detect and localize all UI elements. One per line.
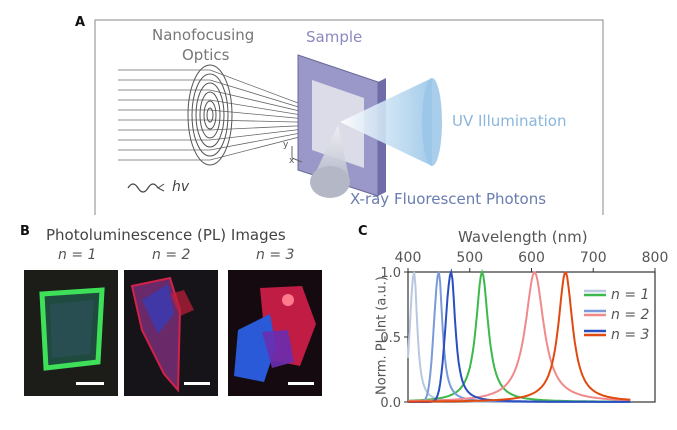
panel-a-letter: A <box>75 15 86 30</box>
image-label-n2: n = 2 <box>152 247 191 263</box>
micrograph-n1 <box>24 270 118 396</box>
legend-label: n = 1 <box>611 287 649 303</box>
axes-glyph <box>291 146 303 163</box>
optics-label-1: Nanofocusing <box>152 26 255 44</box>
legend-label: n = 2 <box>611 307 650 323</box>
series-line-3 <box>408 271 631 402</box>
scale-bar <box>184 382 210 385</box>
y-tick-label: 1.0 <box>380 266 401 281</box>
x-tick-label: 600 <box>518 250 545 266</box>
optics-label-2: Optics <box>182 46 230 64</box>
x-tick-label: 800 <box>642 250 669 266</box>
scale-bar <box>76 382 104 385</box>
x-tick-label: 700 <box>580 250 607 266</box>
uv-label: UV Illumination <box>452 112 567 130</box>
micrograph-n2 <box>124 270 218 396</box>
y-tick-label: 0.5 <box>380 331 401 346</box>
micrograph-n3 <box>228 270 322 396</box>
scale-bar <box>288 382 314 385</box>
axis-y-label: y <box>283 140 289 150</box>
sample-label: Sample <box>306 28 363 46</box>
panel-a-schematic <box>94 19 604 215</box>
panel-b-letter: B <box>20 224 30 239</box>
xray-label: X-ray Fluorescent Photons <box>350 190 547 208</box>
x-tick-label: 500 <box>456 250 483 266</box>
uv-cone-end <box>422 78 442 166</box>
series-line-4 <box>408 268 631 403</box>
xray-cone-end <box>310 166 350 198</box>
y-tick-label: 0.0 <box>380 396 401 411</box>
image-label-n1: n = 1 <box>58 247 97 263</box>
uv-cone <box>340 78 432 166</box>
photon-wave-arrow <box>157 183 165 192</box>
zone-plate <box>187 64 233 166</box>
photon-wave <box>127 183 159 193</box>
x-tick-label: 400 <box>395 250 422 266</box>
series-line-5 <box>408 271 631 403</box>
image-label-n3: n = 3 <box>256 247 295 263</box>
hv-label: hv <box>172 179 190 195</box>
axis-x-label: x <box>289 156 295 166</box>
legend-label: n = 3 <box>611 327 649 343</box>
chart-xlabel: Wavelength (nm) <box>458 228 588 246</box>
panel-c-letter: C <box>358 224 368 239</box>
panel-b-title: Photoluminescence (PL) Images <box>46 226 286 244</box>
